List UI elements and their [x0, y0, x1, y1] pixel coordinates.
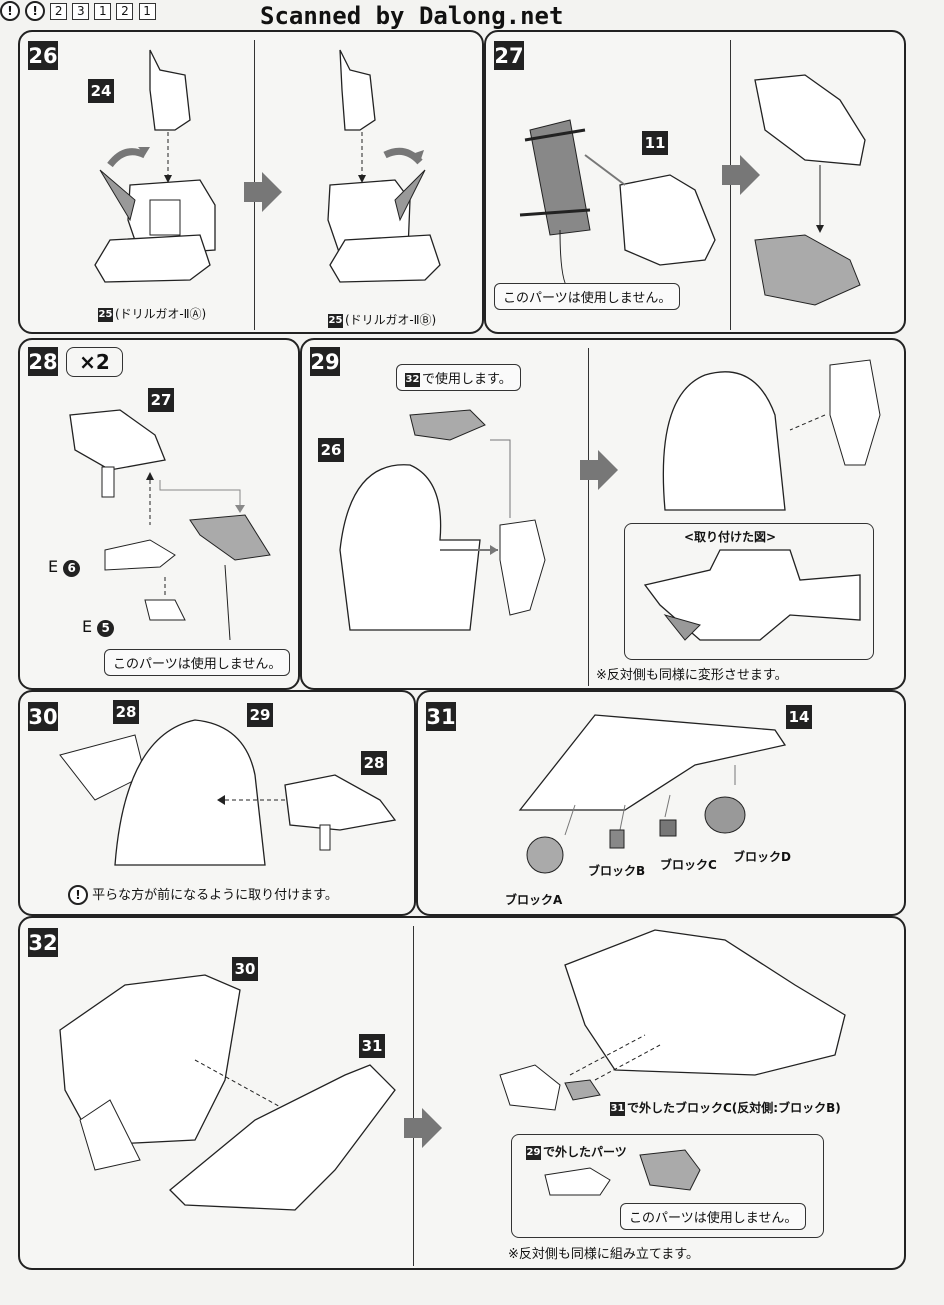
step-29-illustration: [339, 409, 546, 631]
scan-header: Scanned by Dalong.net: [260, 2, 564, 30]
order-1: 1: [94, 2, 112, 20]
divider: [413, 926, 414, 1266]
step-30-number: 30: [28, 702, 58, 731]
step-27-illustration: [519, 119, 716, 291]
step-32-illustration: [59, 974, 396, 1211]
part-24-tag: 24: [88, 79, 114, 103]
next-arrow: [404, 1108, 442, 1148]
label-right: 25(ドリルガオ-ⅡⒷ): [328, 313, 437, 328]
drill-leg-a-illustration: [94, 49, 216, 283]
step-27-result-illustration: [754, 74, 866, 306]
next-arrow: [722, 155, 760, 195]
caution-icon: !: [25, 1, 46, 21]
unused-part-note: このパーツは使用しません。: [104, 649, 291, 676]
part-28-tag: 28: [361, 751, 387, 775]
e6-label: E 6: [48, 557, 81, 577]
step-31-illustration: [518, 714, 787, 874]
step-29-number: 29: [310, 347, 340, 376]
block-b-label: ブロックB: [588, 864, 646, 878]
part-11-tag: 11: [642, 131, 668, 155]
removed-parts-inset: [511, 1134, 824, 1238]
next-arrow: [244, 172, 282, 212]
step-27-number: 27: [494, 41, 524, 70]
divider: [588, 348, 589, 686]
next-arrow: [580, 450, 618, 490]
step-32-result-illustration: [499, 929, 846, 1111]
label-left: 25(ドリルガオ-ⅡⒶ): [98, 307, 207, 322]
order-1: 1: [138, 2, 156, 20]
block-d-label: ブロックD: [733, 850, 791, 864]
step-30-note: ! 平らな方が前になるように取り付けます。: [68, 884, 338, 905]
block-a-label: ブロックA: [505, 893, 563, 907]
step-29-result-illustration: [662, 359, 881, 511]
inset-title: <取り付けた図>: [684, 530, 777, 544]
step-28-illustration: [69, 409, 271, 641]
e5-label: E 5: [82, 617, 115, 637]
part-28-tag: 28: [113, 700, 139, 724]
attached-view-inset: [624, 523, 874, 660]
step-31-number: 31: [426, 702, 456, 731]
part-27-tag: 27: [148, 388, 174, 412]
step-29-note: ※反対側も同様に変形させます。: [596, 668, 788, 683]
order-2: 2: [50, 2, 68, 20]
step-28-number: 28: [28, 347, 58, 376]
caution-icon: !: [0, 1, 20, 21]
part-14-tag: 14: [786, 705, 812, 729]
order-3: 3: [72, 2, 90, 20]
block-c-label: ブロックC: [660, 858, 717, 872]
multiplier-box: ×2: [66, 347, 123, 377]
part-29-tag: 29: [247, 703, 273, 727]
step-32-note: ※反対側も同様に組み立てます。: [508, 1247, 699, 1262]
attached-view-illustration: [643, 549, 861, 641]
step-30-illustration: [59, 719, 397, 866]
step-26-number: 26: [28, 41, 58, 70]
removed-parts-illustration: [544, 1149, 701, 1196]
order-2: 2: [116, 2, 134, 20]
part-26-tag: 26: [318, 438, 344, 462]
drill-leg-b-illustration: [327, 49, 441, 283]
step-32-number: 32: [28, 928, 58, 957]
part-30-tag: 30: [232, 957, 258, 981]
unused-part-note: このパーツは使用しません。: [494, 283, 681, 310]
unused-part-note: このパーツは使用しません。: [620, 1203, 807, 1230]
part-31-tag: 31: [359, 1034, 385, 1058]
